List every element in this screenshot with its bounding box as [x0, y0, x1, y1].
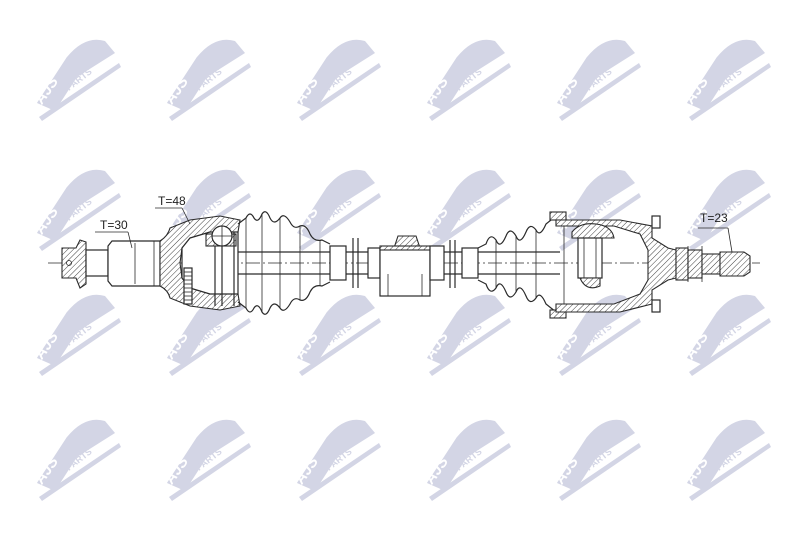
vibration-damper — [379, 235, 431, 297]
svg-text:T=23: T=23 — [700, 211, 728, 225]
right-stub-shaft — [675, 246, 751, 282]
outer-cv-joint — [159, 215, 241, 311]
svg-text:T=48: T=48 — [158, 194, 186, 208]
label-right-stub-teeth: T=23 — [698, 211, 733, 253]
inner-tripod-joint — [555, 215, 677, 313]
label-left-stub-teeth: T=30 — [95, 218, 133, 249]
left-stub-shaft — [61, 239, 161, 289]
svg-text:T=30: T=30 — [100, 218, 128, 232]
outer-boot — [237, 211, 331, 315]
main-shaft — [238, 235, 560, 297]
label-abs-ring-teeth: T=48 — [155, 194, 191, 225]
inner-boot — [477, 211, 567, 319]
abs-ring — [183, 267, 193, 305]
